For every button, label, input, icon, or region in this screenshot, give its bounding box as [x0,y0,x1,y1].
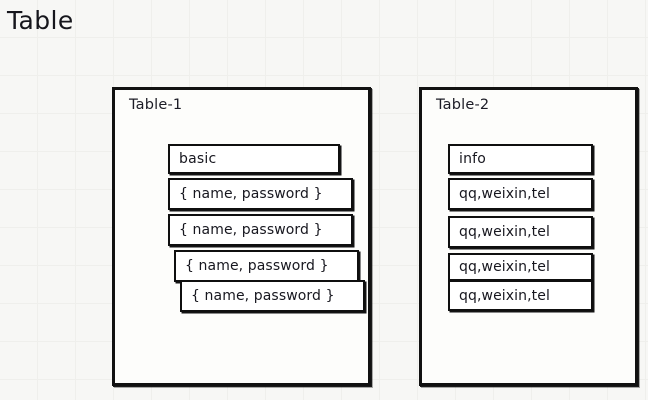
table-1-caption: Table-1 [129,97,183,113]
table-1-row-label: { name, password } [179,186,323,202]
table-2-box[interactable]: Table-2 info qq,weixin,tel qq,weixin,tel… [419,87,638,386]
table-2-row[interactable]: qq,weixin,tel [448,253,593,281]
table-1-row[interactable]: { name, password } [174,250,359,282]
table-1-row-label: { name, password } [179,222,323,238]
table-2-row-label: qq,weixin,tel [459,186,550,202]
table-1-row-label: { name, password } [185,258,329,274]
table-1-box[interactable]: Table-1 basic { name, password } { name,… [112,87,371,386]
table-1-row[interactable]: { name, password } [168,178,353,210]
table-1-row[interactable]: { name, password } [168,214,353,246]
table-2-row[interactable]: qq,weixin,tel [448,178,593,210]
table-2-row[interactable]: qq,weixin,tel [448,216,593,248]
table-2-caption: Table-2 [436,97,490,113]
table-2-row-label: qq,weixin,tel [459,259,550,275]
table-2-row-label: qq,weixin,tel [459,287,550,304]
table-2-row-label: qq,weixin,tel [459,224,550,240]
table-1-row-label: { name, password } [191,288,335,304]
table-2-row[interactable]: qq,weixin,tel [448,280,593,311]
table-1-header-label: basic [179,151,217,167]
table-2-header-label: info [459,151,487,167]
table-1-header-chip[interactable]: basic [168,144,340,174]
table-2-header-chip[interactable]: info [448,144,593,174]
table-1-row[interactable]: { name, password } [180,280,365,312]
page-title: Table [7,6,74,35]
